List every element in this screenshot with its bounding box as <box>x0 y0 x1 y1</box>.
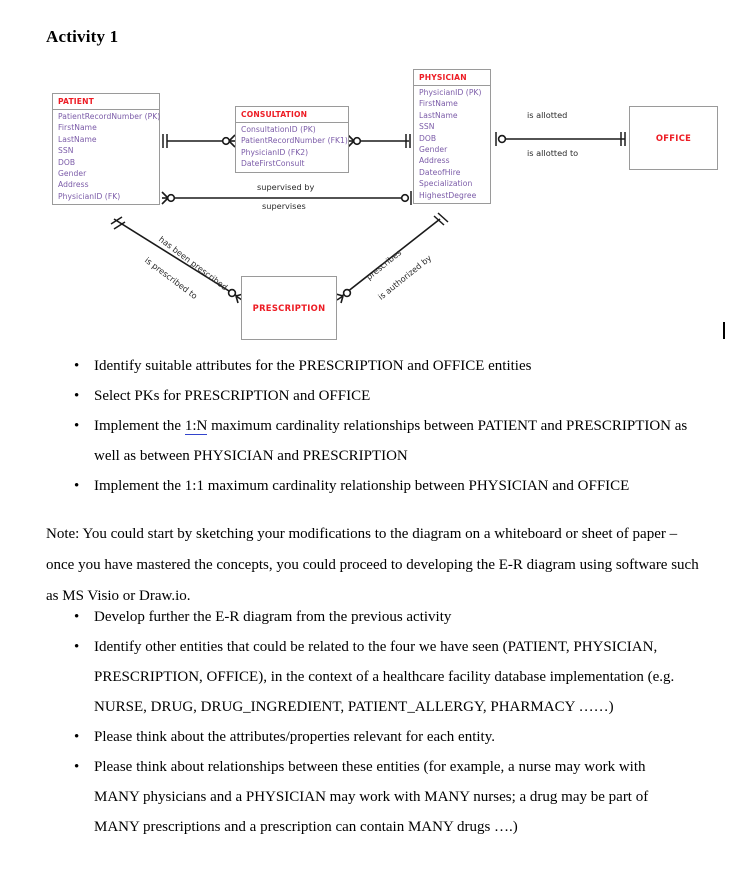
attribute-row: DateofHire <box>419 167 461 177</box>
attribute-row: SSN <box>419 122 435 132</box>
bullet3-text-after: maximum cardinality relationships betwee… <box>94 418 688 464</box>
attribute-row: DOB <box>419 133 437 143</box>
attribute-row: SSN <box>58 146 74 156</box>
relationship-label-is-allotted-to: is allotted to <box>527 148 579 158</box>
attribute-row: HighestDegree <box>419 190 477 200</box>
entity-patient-title: PATIENT <box>53 94 159 110</box>
relationship-label-is-allotted: is allotted <box>527 110 568 120</box>
er-diagram-connectors <box>110 132 626 304</box>
attribute-row: Specialization <box>419 179 473 189</box>
entity-patient[interactable]: PATIENT PatientRecordNumber (PK) FirstNa… <box>52 93 161 206</box>
list-item: Implement the 1:1 maximum cardinality re… <box>0 471 752 501</box>
attribute-row: LastName <box>419 110 458 120</box>
entity-office[interactable]: OFFICE <box>629 106 718 170</box>
attribute-row: LastName <box>58 134 97 144</box>
attribute-row: DateFirstConsult <box>241 159 305 169</box>
relationship-label-supervises: supervises <box>262 201 306 211</box>
entity-prescription[interactable]: PRESCRIPTION <box>241 276 337 340</box>
note-paragraph: Note: You could start by sketching your … <box>46 526 699 604</box>
attribute-row: PatientRecordNumber (FK1) <box>241 136 348 146</box>
text-cursor-caret <box>723 322 725 339</box>
list-item: Please think about the attributes/proper… <box>0 722 752 752</box>
attribute-row: Gender <box>58 169 87 179</box>
attribute-row: FirstName <box>419 99 458 109</box>
attribute-row: PhysicianID (FK) <box>58 191 121 201</box>
attribute-row: Gender <box>419 145 448 155</box>
entity-consultation-attributes: ConsultationID (PK) PatientRecordNumber … <box>236 123 348 172</box>
attribute-row: PatientRecordNumber (PK) <box>58 112 161 121</box>
entity-consultation[interactable]: CONSULTATION ConsultationID (PK) Patient… <box>235 106 349 173</box>
entity-physician-title: PHYSICIAN <box>414 70 490 86</box>
attribute-row: Address <box>419 156 450 166</box>
attribute-row: Address <box>58 180 89 190</box>
attribute-row: PhysicianID (FK2) <box>241 147 309 157</box>
entity-physician-attributes: PhysicianID (PK) FirstName LastName SSN … <box>414 86 490 203</box>
entity-consultation-title: CONSULTATION <box>236 107 348 123</box>
attribute-row: FirstName <box>58 123 97 133</box>
relationship-label-supervised-by: supervised by <box>257 182 315 192</box>
page-title: Activity 1 <box>46 27 119 46</box>
activity2-bullet-list: Develop further the E-R diagram from the… <box>0 602 752 842</box>
bullet3-text-before: Implement the <box>94 418 185 434</box>
list-item: Implement the 1:N maximum cardinality re… <box>0 411 752 471</box>
activity1-bullet-list: Identify suitable attributes for the PRE… <box>0 351 752 501</box>
list-item: Develop further the E-R diagram from the… <box>0 602 752 632</box>
list-item: Select PKs for PRESCRIPTION and OFFICE <box>0 381 752 411</box>
attribute-row: PhysicianID (PK) <box>419 88 482 97</box>
bullet3-marked-term: 1:N <box>184 418 208 435</box>
er-diagram: PATIENT PatientRecordNumber (PK) FirstNa… <box>0 0 752 350</box>
entity-patient-attributes: PatientRecordNumber (PK) FirstName LastN… <box>53 110 161 204</box>
entity-physician[interactable]: PHYSICIAN PhysicianID (PK) FirstName Las… <box>413 69 491 205</box>
list-item: Identify suitable attributes for the PRE… <box>0 351 752 381</box>
attribute-row: DOB <box>58 157 76 167</box>
list-item: Identify other entities that could be re… <box>0 632 752 722</box>
list-item: Please think about relationships between… <box>0 752 752 842</box>
attribute-row: ConsultationID (PK) <box>241 125 316 134</box>
